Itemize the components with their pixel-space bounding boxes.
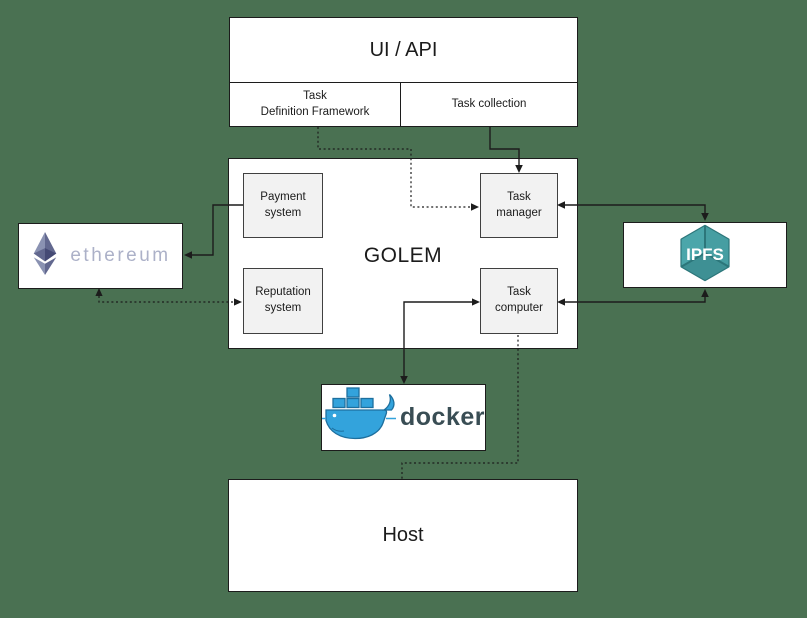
task-computer-box: Task computer — [480, 268, 558, 334]
golem-label: GOLEM — [363, 244, 443, 267]
ipfs-logo-icon: IPFS — [676, 224, 734, 287]
ui-api-subrow: Task Definition Framework Task collectio… — [230, 83, 577, 126]
ethereum-wordmark: ethereum — [70, 245, 171, 266]
ethereum-box: ethereum — [18, 223, 183, 289]
docker-wordmark: docker — [400, 403, 485, 431]
task-manager-box: Task manager — [480, 173, 558, 238]
docker-whale-icon — [322, 387, 396, 448]
task-collection-box: Task collection — [400, 83, 577, 126]
edge-taskcomputer-ipfs — [557, 289, 709, 306]
ui-api-label: UI / API — [230, 18, 577, 83]
host-box: Host — [228, 479, 578, 592]
edge-taskmanager-ipfs — [557, 201, 709, 221]
reputation-system-box: Reputation system — [243, 268, 323, 334]
payment-system-box: Payment system — [243, 173, 323, 238]
edge-ethereum-reputation — [95, 288, 242, 306]
ipfs-box: IPFS — [623, 222, 787, 288]
task-definition-framework-box: Task Definition Framework — [260, 89, 370, 118]
ipfs-wordmark: IPFS — [686, 245, 724, 264]
ethereum-logo-icon — [30, 231, 60, 281]
ui-api-box: UI / API Task Definition Framework Task … — [229, 17, 578, 127]
docker-box: docker — [321, 384, 486, 451]
host-label: Host — [382, 524, 424, 546]
